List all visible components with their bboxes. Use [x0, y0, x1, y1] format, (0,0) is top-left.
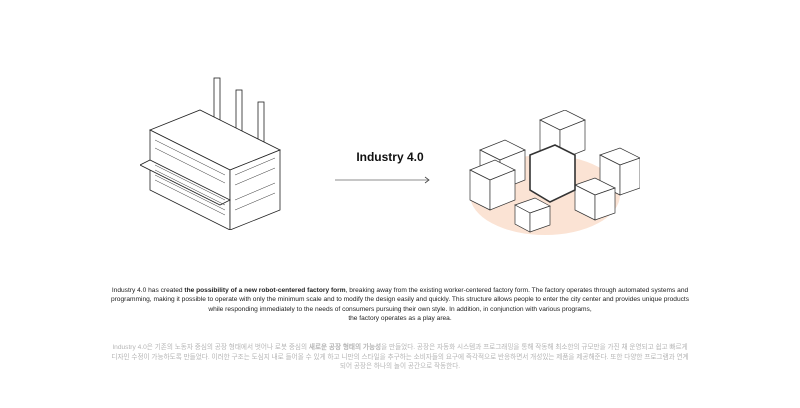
english-last-line: the factory operates as a play area. [348, 315, 452, 323]
traditional-factory-illustration [140, 77, 281, 230]
english-highlight: the possibility of a new robot-centered … [184, 287, 346, 294]
arrow-right-icon [335, 176, 430, 184]
english-description: Industry 4.0 has created the possibility… [110, 286, 690, 324]
english-text: Industry 4.0 has created [111, 287, 185, 294]
robot-factory-city-illustration [469, 110, 640, 235]
korean-highlight: 새로운 공장 형태의 가능성 [308, 344, 382, 351]
english-text-cont: , breaking away from the existing worker… [110, 287, 690, 313]
diagram-title: Industry 4.0 [356, 150, 424, 164]
korean-text: Industry 4.0은 기존의 노동자 중심의 공장 형태에서 벗어나 로봇… [112, 344, 309, 351]
korean-description: Industry 4.0은 기존의 노동자 중심의 공장 형태에서 벗어나 로봇… [110, 343, 690, 372]
korean-text-cont: 을 만들었다. 공장은 자동화 시스템과 프로그래밍을 통해 작동해 최소한의 … [111, 344, 689, 371]
